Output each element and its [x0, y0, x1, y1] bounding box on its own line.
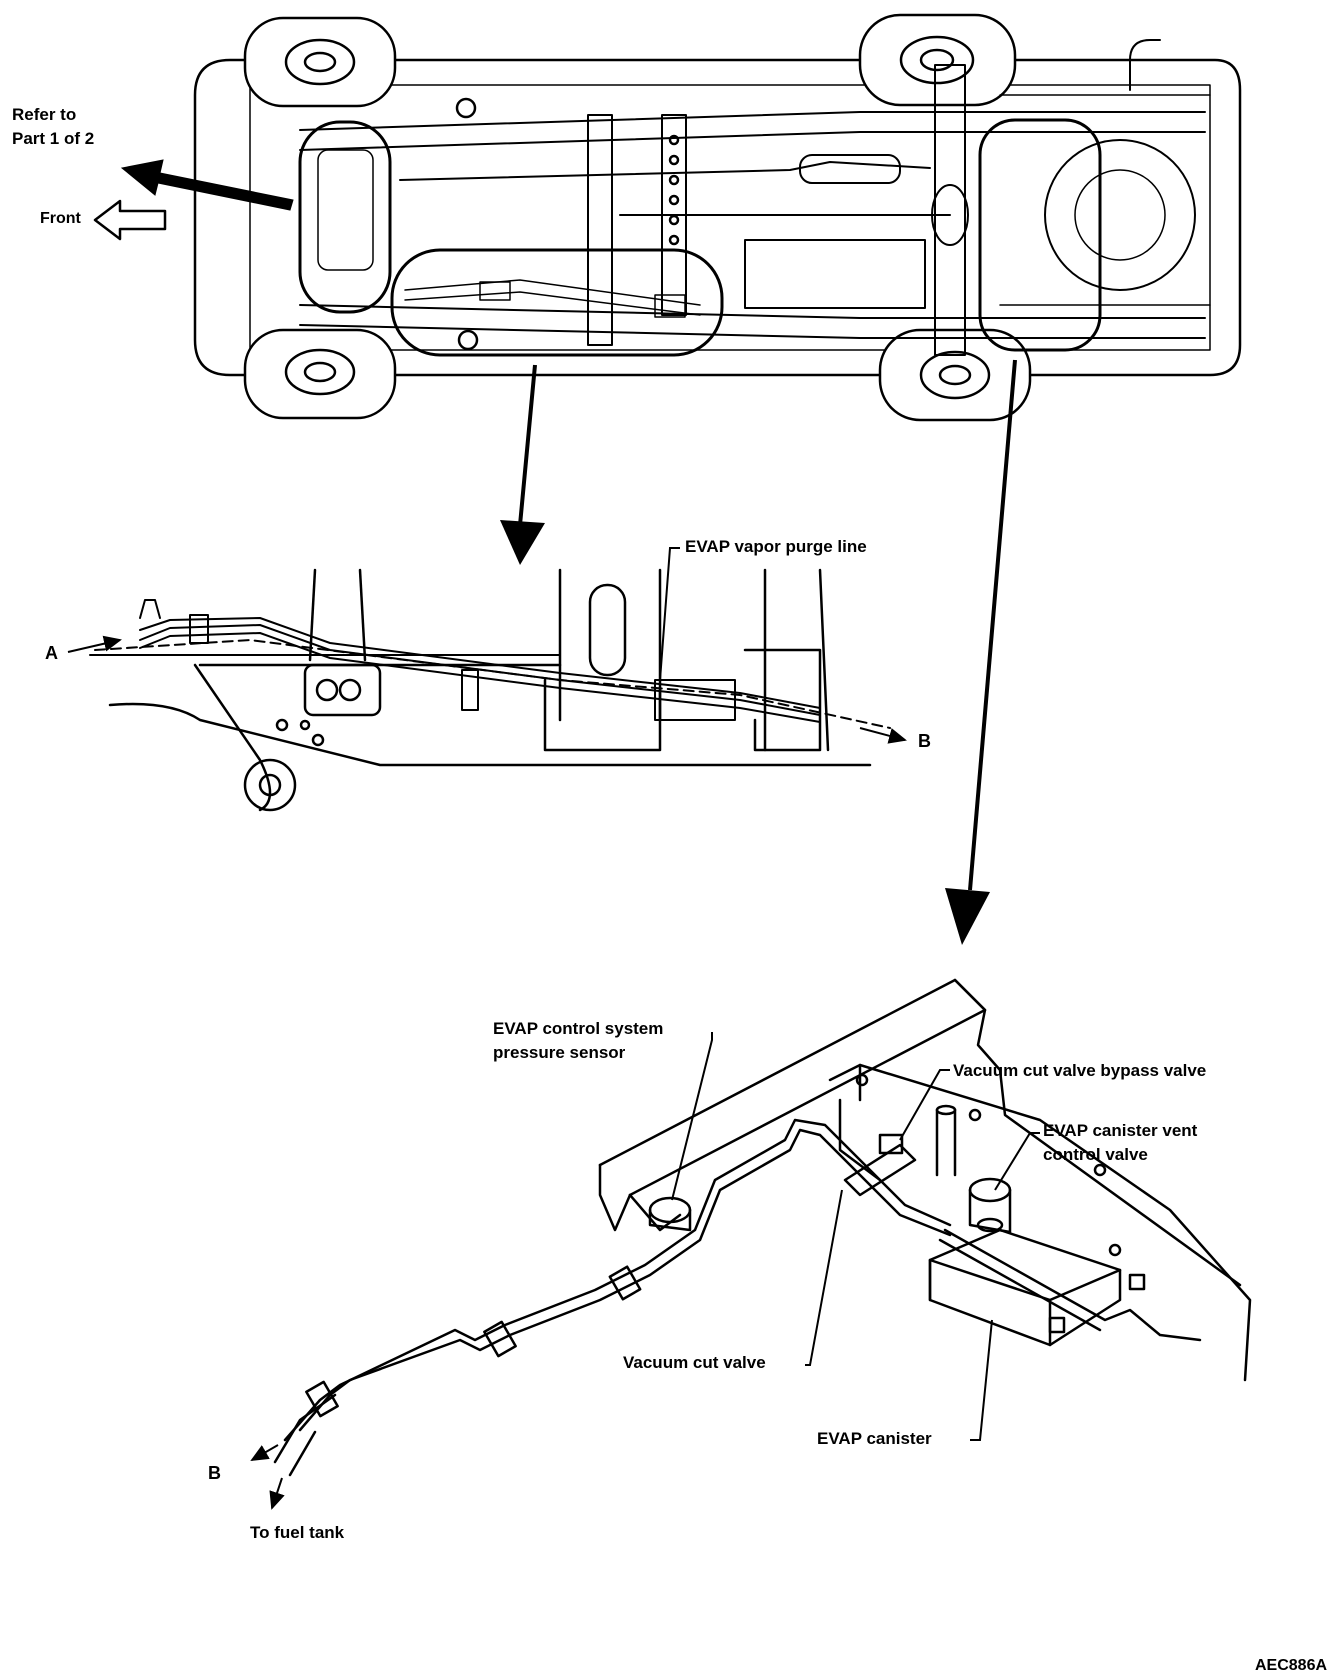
- pressure-sensor-label-line1: EVAP control system: [493, 1019, 664, 1038]
- to-fuel-tank-label: To fuel tank: [250, 1523, 345, 1542]
- canister-label: EVAP canister: [817, 1429, 932, 1448]
- figure-code: AEC886A: [1255, 1657, 1328, 1674]
- point-b-bottom-label: B: [208, 1463, 221, 1483]
- arrow-to-detail-bottom: [945, 359, 1017, 945]
- wheel-rear-left: [858, 13, 1017, 107]
- vent-valve-label-line1: EVAP canister vent: [1043, 1121, 1198, 1140]
- vapor-purge-line-detail: [89, 568, 891, 812]
- front-label: Front: [40, 210, 81, 227]
- refer-label-line2: Part 1 of 2: [12, 129, 95, 148]
- front-direction-arrow: [93, 199, 167, 241]
- vehicle-underside-view: [193, 13, 1242, 422]
- wheel-front-right: [243, 328, 397, 420]
- point-b-mid-label: B: [918, 731, 931, 751]
- wheel-front-left: [243, 16, 397, 108]
- arrow-to-detail-middle: [500, 364, 545, 565]
- refer-label-line1: Refer to: [12, 105, 77, 124]
- evap-canister-detail: [273, 978, 1252, 1477]
- bottom-leader-lines: [250, 1032, 1040, 1510]
- pressure-sensor-label-line2: pressure sensor: [493, 1043, 626, 1062]
- vapor-purge-line-label: EVAP vapor purge line: [685, 537, 867, 556]
- point-a-label: A: [45, 643, 58, 663]
- vacuum-cut-valve-label: Vacuum cut valve: [623, 1353, 766, 1372]
- wheel-rear-right: [878, 328, 1032, 422]
- vent-valve-label-line2: control valve: [1043, 1145, 1148, 1164]
- bypass-valve-label: Vacuum cut valve bypass valve: [953, 1061, 1207, 1080]
- refer-arrow: [120, 159, 294, 211]
